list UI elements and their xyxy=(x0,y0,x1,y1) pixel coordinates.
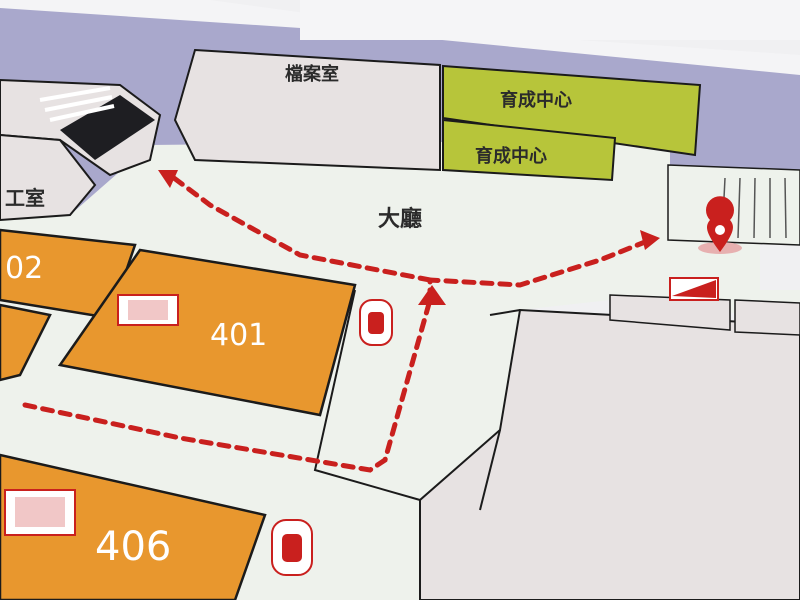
location-pin-icon xyxy=(698,196,742,254)
room-402-label: 02 xyxy=(5,251,43,286)
door-symbol xyxy=(117,294,179,326)
workroom xyxy=(0,133,97,222)
workroom-label: 工室 xyxy=(5,186,45,210)
corridor-floor xyxy=(0,140,800,600)
room-401-label: 401 xyxy=(210,318,267,353)
elevator-icon xyxy=(60,95,155,160)
fire-extinguisher-icon xyxy=(359,299,393,346)
nurture-center-2-label: 育成中心 xyxy=(475,145,547,167)
stairs-left-icon xyxy=(39,86,115,122)
walls xyxy=(313,289,521,511)
evacuation-route xyxy=(22,172,648,473)
nurture-center-1 xyxy=(442,64,702,157)
archive-room xyxy=(173,48,441,172)
emergency-exit-icon xyxy=(669,277,719,301)
room-left-mid xyxy=(0,303,52,382)
room-small-right-2 xyxy=(734,299,800,336)
fire-extinguisher-icon xyxy=(271,519,313,576)
route-arrow-icon xyxy=(158,170,660,305)
archive-label: 檔案室 xyxy=(285,63,339,85)
header-strip xyxy=(300,0,800,40)
lobby-label: 大廳 xyxy=(378,206,422,232)
nurture-center-2 xyxy=(442,118,617,182)
stairs-area xyxy=(667,164,800,246)
room-406-label: 406 xyxy=(95,524,171,570)
nurture-center-1-label: 育成中心 xyxy=(500,89,572,111)
door-symbol xyxy=(4,489,76,536)
room-401 xyxy=(57,248,357,417)
